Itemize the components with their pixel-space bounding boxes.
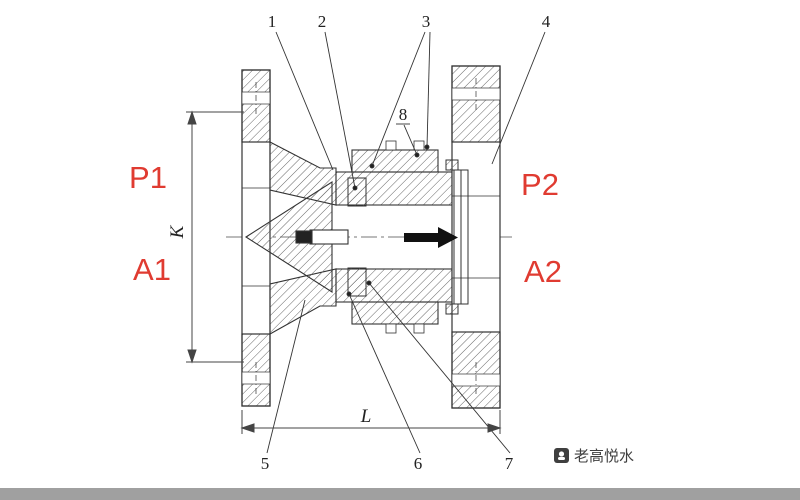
part-label-8: 8: [399, 105, 408, 124]
part-label-2: 2: [318, 12, 327, 31]
poppet-cone: [244, 180, 349, 294]
flow-direction-arrow: [404, 227, 458, 248]
part-label-5: 5: [261, 454, 270, 473]
logo-badge-icon: [554, 448, 569, 463]
part-label-1: 1: [268, 12, 277, 31]
port-label-a1: A1: [133, 252, 171, 287]
dimension-l: [240, 410, 502, 434]
footer-gray-bar: [0, 488, 800, 500]
port-label-a2: A2: [524, 254, 562, 289]
watermark: 老高悦水: [554, 448, 634, 465]
port-label-p1: P1: [129, 160, 167, 195]
right-flange: [451, 65, 501, 409]
part-label-7: 7: [505, 454, 514, 473]
part-label-6: 6: [414, 454, 423, 473]
dimension-k-label: K: [167, 224, 188, 239]
watermark-text: 老高悦水: [574, 448, 634, 465]
dimension-l-label: L: [360, 406, 372, 427]
dimension-k: [186, 110, 244, 364]
leader-lines: [266, 31, 546, 454]
part-label-4: 4: [542, 12, 551, 31]
part-label-3: 3: [422, 12, 431, 31]
valve-seat: [347, 177, 367, 297]
port-label-p2: P2: [521, 167, 559, 202]
